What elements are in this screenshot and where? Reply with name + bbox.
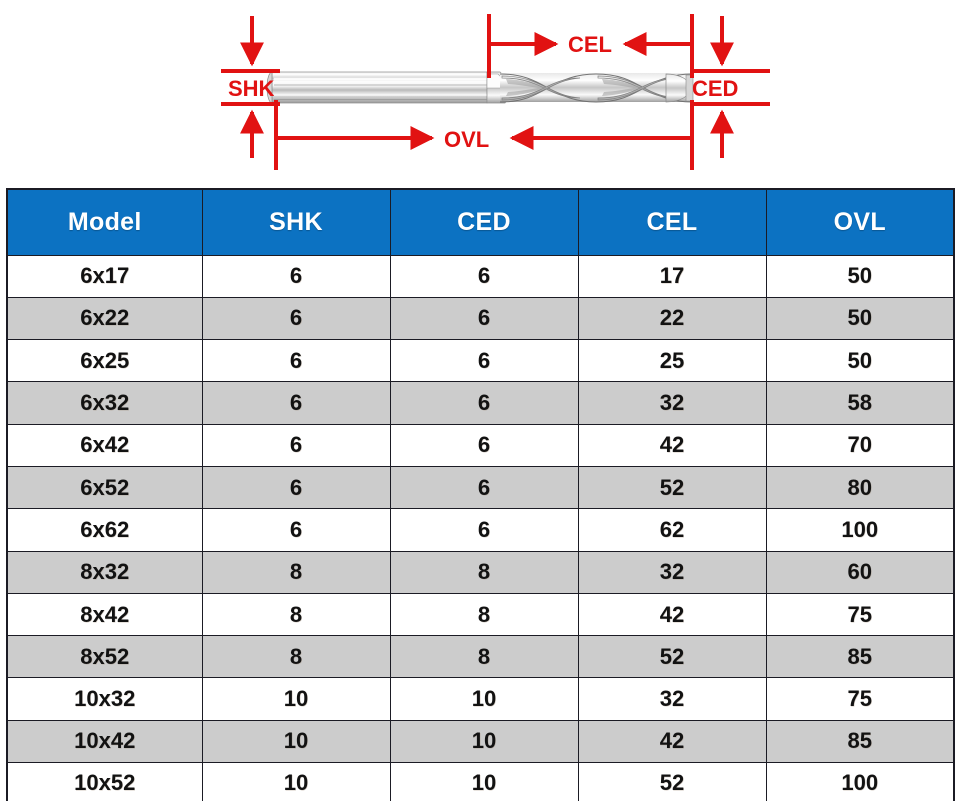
cell-ced: 8: [389, 592, 579, 637]
cell-cel: 17: [577, 254, 767, 298]
header-row: Model SHK CED CEL OVL: [6, 188, 955, 256]
router-bit-illustration: [266, 71, 694, 104]
cell-ovl: 50: [765, 296, 955, 341]
cell-model: 8x52: [6, 635, 203, 679]
cell-model: 6x22: [6, 296, 203, 341]
cell-model: 6x32: [6, 381, 203, 425]
cell-cel: 62: [577, 508, 767, 552]
cell-ced: 6: [389, 254, 579, 298]
cell-ced: 6: [389, 465, 579, 510]
cell-ovl: 80: [765, 465, 955, 510]
cell-cel: 52: [577, 762, 767, 801]
cell-model: 8x42: [6, 592, 203, 637]
cell-ced: 6: [389, 381, 579, 425]
cell-cel: 25: [577, 339, 767, 383]
ovl-label: OVL: [444, 127, 489, 152]
cell-model: 8x32: [6, 550, 203, 594]
cell-ced: 6: [389, 339, 579, 383]
cell-cel: 32: [577, 677, 767, 721]
cell-model: 6x17: [6, 254, 203, 298]
cell-shk: 10: [201, 719, 391, 764]
cell-shk: 6: [201, 508, 391, 552]
cell-ovl: 85: [765, 635, 955, 679]
cell-ced: 10: [389, 719, 579, 764]
cell-cel: 52: [577, 635, 767, 679]
ced-label: CED: [692, 76, 738, 101]
column-header-ced: CED: [389, 188, 579, 256]
cell-model: 10x42: [6, 719, 203, 764]
cell-ovl: 100: [765, 762, 955, 801]
cell-cel: 42: [577, 592, 767, 637]
cell-shk: 6: [201, 381, 391, 425]
cell-ovl: 75: [765, 677, 955, 721]
cell-model: 6x25: [6, 339, 203, 383]
cell-shk: 8: [201, 592, 391, 637]
cell-model: 6x52: [6, 465, 203, 510]
cell-shk: 6: [201, 423, 391, 467]
cell-cel: 42: [577, 423, 767, 467]
cell-shk: 10: [201, 677, 391, 721]
cell-model: 10x32: [6, 677, 203, 721]
cell-ced: 6: [389, 423, 579, 467]
cell-ovl: 100: [765, 508, 955, 552]
cell-cel: 42: [577, 719, 767, 764]
column-header-shk: SHK: [201, 188, 391, 256]
cell-ced: 6: [389, 296, 579, 341]
column-header-cel: CEL: [577, 188, 767, 256]
cell-shk: 6: [201, 254, 391, 298]
router-bit-dimension-diagram: SHK CED CEL OVL: [0, 0, 960, 185]
cell-ced: 8: [389, 550, 579, 594]
cell-shk: 6: [201, 465, 391, 510]
cell-shk: 6: [201, 339, 391, 383]
cell-shk: 6: [201, 296, 391, 341]
column-header-ovl: OVL: [765, 188, 955, 256]
cell-ovl: 85: [765, 719, 955, 764]
cell-ovl: 50: [765, 254, 955, 298]
cell-ovl: 70: [765, 423, 955, 467]
cell-ced: 8: [389, 635, 579, 679]
cell-ced: 10: [389, 762, 579, 801]
cell-shk: 8: [201, 550, 391, 594]
cell-cel: 32: [577, 550, 767, 594]
cell-shk: 8: [201, 635, 391, 679]
cell-model: 6x42: [6, 423, 203, 467]
cell-ovl: 60: [765, 550, 955, 594]
cell-ovl: 75: [765, 592, 955, 637]
cell-shk: 10: [201, 762, 391, 801]
cell-ced: 10: [389, 677, 579, 721]
cell-cel: 52: [577, 465, 767, 510]
shk-label: SHK: [228, 76, 275, 101]
cell-ovl: 58: [765, 381, 955, 425]
cell-cel: 22: [577, 296, 767, 341]
cell-model: 6x62: [6, 508, 203, 552]
column-header-model: Model: [6, 188, 203, 256]
cell-model: 10x52: [6, 762, 203, 801]
table-header: Model SHK CED CEL OVL: [6, 188, 955, 256]
cel-label: CEL: [568, 32, 612, 57]
cell-ced: 6: [389, 508, 579, 552]
cell-cel: 32: [577, 381, 767, 425]
cell-ovl: 50: [765, 339, 955, 383]
